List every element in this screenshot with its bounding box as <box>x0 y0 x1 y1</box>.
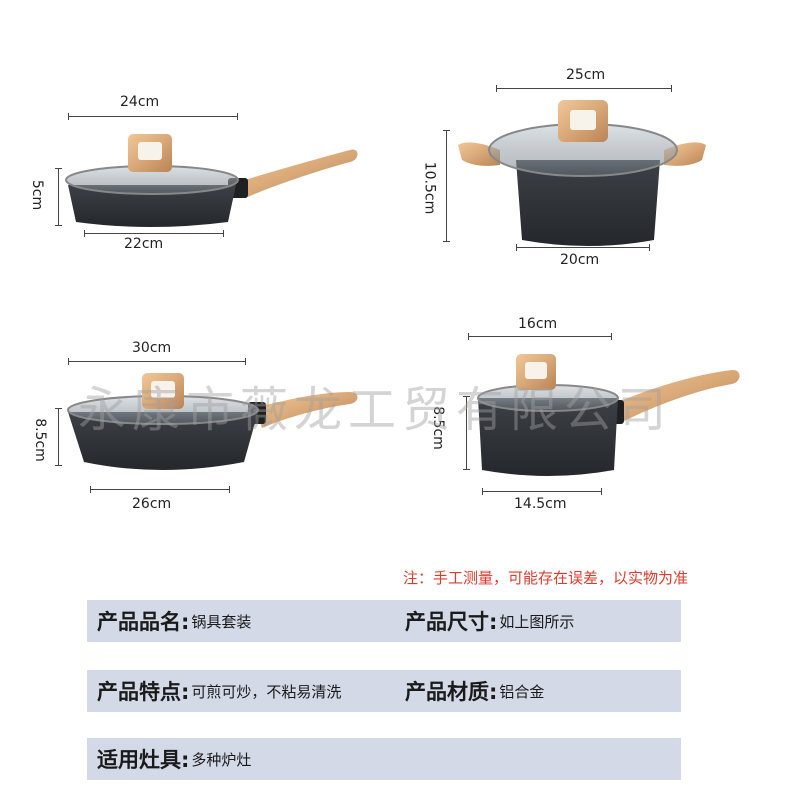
spec-row-2: 产品特点: 可煎可炒，不粘易清洗 产品材质: 铝合金 <box>87 670 681 712</box>
dim-line-pot-bottom <box>516 244 650 251</box>
product-name-value: 锅具套装 <box>191 612 252 631</box>
milk-pot-image <box>477 354 740 476</box>
milk-pot-bottom-width: 14.5cm <box>514 496 567 512</box>
spec-row-3: 适用灶具: 多种炉灶 <box>87 738 681 780</box>
product-name-key: 产品品名: <box>97 610 190 634</box>
fry-pan-image <box>65 134 358 227</box>
wok-height: 8.5cm <box>31 418 48 462</box>
fry-pan-top-width: 24cm <box>120 94 160 110</box>
dim-line-fry-top <box>68 113 238 120</box>
dim-line-wok-top <box>68 358 246 365</box>
dim-line-wok-bottom <box>90 486 230 493</box>
dim-line-fry-bottom <box>84 230 224 237</box>
dim-line-pot-height <box>443 130 450 242</box>
wok-bottom-width: 26cm <box>132 496 172 512</box>
fry-pan-bottom-width: 22cm <box>124 236 164 252</box>
measurement-note: 注：手工测量，可能存在误差，以实物为准 <box>402 569 688 587</box>
company-watermark: 永康市薇龙工贸有限公司 <box>78 382 673 438</box>
dim-line-wok-height <box>55 408 62 466</box>
dim-line-milk-height <box>463 396 470 470</box>
product-material-key: 产品材质: <box>405 680 498 704</box>
cookware-illustrations <box>65 100 740 476</box>
fry-pan-height: 5cm <box>29 179 46 211</box>
dim-line-milk-top <box>468 333 612 340</box>
product-size-key: 产品尺寸: <box>405 610 498 634</box>
spec-row-1: 产品品名: 锅具套装 产品尺寸: 如上图所示 <box>87 600 681 642</box>
dim-line-milk-bottom <box>482 488 602 495</box>
product-material-value: 铝合金 <box>499 682 545 701</box>
stock-pot-bottom-width: 20cm <box>560 252 600 268</box>
milk-pot-top-width: 16cm <box>518 316 558 332</box>
product-size-value: 如上图所示 <box>499 612 575 631</box>
wok-top-width: 30cm <box>132 340 172 356</box>
product-feature-value: 可煎可炒，不粘易清洗 <box>191 682 342 701</box>
wok-image <box>67 373 358 470</box>
stock-pot-top-width: 25cm <box>566 67 606 83</box>
product-feature-key: 产品特点: <box>97 680 190 704</box>
dim-line-fry-height <box>55 168 62 226</box>
dim-line-pot-top <box>496 85 672 92</box>
stove-value: 多种炉灶 <box>191 750 252 769</box>
stock-pot-image <box>458 100 706 246</box>
stove-key: 适用灶具: <box>97 748 190 772</box>
stock-pot-height: 10.5cm <box>421 161 438 215</box>
